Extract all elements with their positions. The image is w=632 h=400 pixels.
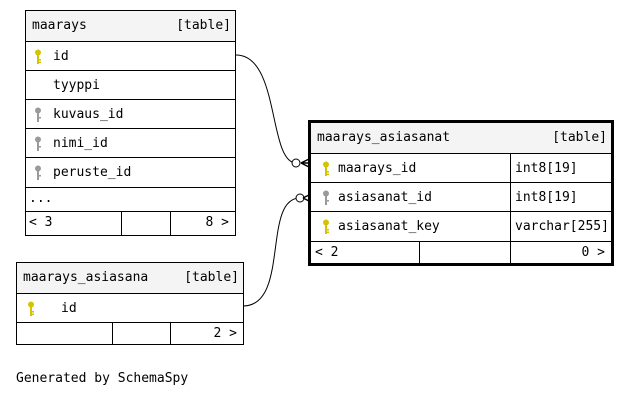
table-maarays-asiasana[interactable]: maarays_asiasana [table] id 2 > xyxy=(16,262,244,345)
column-name: asiasanat_id xyxy=(338,190,432,205)
column-name: nimi_id xyxy=(53,136,108,151)
parents-count[interactable]: < 2 xyxy=(315,245,339,260)
children-count[interactable]: 2 > xyxy=(213,326,237,341)
table-maarays[interactable]: maarays [table] id tyyppi kuvaus_id nimi… xyxy=(25,10,236,236)
more-columns-row[interactable]: ... xyxy=(26,187,235,211)
primary-key-icon xyxy=(35,49,41,64)
column-type: int8[19] xyxy=(515,161,578,176)
table-kind: [table] xyxy=(176,18,231,33)
relationship-maarays-to-asiasanat xyxy=(235,54,297,164)
children-count[interactable]: 0 > xyxy=(581,245,605,260)
footer-divider xyxy=(419,242,420,263)
table-footer: < 3 8 > xyxy=(26,211,235,235)
column-type: int8[19] xyxy=(515,190,578,205)
foreign-key-icon xyxy=(35,165,41,180)
table-name: maarays_asiasanat xyxy=(317,130,451,145)
column-row[interactable]: id xyxy=(17,293,243,322)
table-maarays-asiasanat[interactable]: maarays_asiasanat [table] maarays_id int… xyxy=(308,120,614,266)
column-row[interactable]: tyyppi xyxy=(26,70,235,99)
column-name: maarays_id xyxy=(338,161,417,176)
generated-by-credit: Generated by SchemaSpy xyxy=(16,371,189,386)
relationship-end-circle xyxy=(295,193,305,203)
footer-divider xyxy=(170,323,171,344)
primary-key-icon xyxy=(28,301,34,316)
foreign-key-icon xyxy=(323,190,329,205)
parents-count[interactable]: < 3 xyxy=(29,215,53,230)
table-kind: [table] xyxy=(552,130,607,145)
column-row[interactable]: asiasanat_id int8[19] xyxy=(311,182,611,211)
children-count[interactable]: 8 > xyxy=(205,215,229,230)
column-divider xyxy=(510,183,511,211)
column-row[interactable]: peruste_id xyxy=(26,157,235,187)
table-header: maarays_asiasanat [table] xyxy=(311,123,611,153)
column-name: id xyxy=(61,301,77,316)
footer-divider xyxy=(510,242,511,263)
table-header: maarays_asiasana [table] xyxy=(17,263,243,293)
column-name: asiasanat_key xyxy=(338,219,440,234)
table-name: maarays xyxy=(32,18,87,33)
column-name: tyyppi xyxy=(53,78,100,93)
column-row[interactable]: kuvaus_id xyxy=(26,99,235,128)
column-row[interactable]: id xyxy=(26,41,235,70)
foreign-key-icon xyxy=(35,107,41,122)
relationship-asiasana-to-asiasanat xyxy=(242,197,301,307)
primary-key-icon xyxy=(323,219,329,234)
relationship-end-circle xyxy=(291,158,301,168)
column-divider xyxy=(510,212,511,241)
column-row[interactable]: nimi_id xyxy=(26,128,235,157)
column-row[interactable]: asiasanat_key varchar[255] xyxy=(311,211,611,241)
table-footer: 2 > xyxy=(17,322,243,344)
column-name: kuvaus_id xyxy=(53,107,124,122)
column-row[interactable]: maarays_id int8[19] xyxy=(311,153,611,182)
primary-key-icon xyxy=(323,161,329,176)
footer-divider xyxy=(170,212,171,235)
footer-divider xyxy=(121,212,122,235)
footer-divider xyxy=(112,323,113,344)
table-name: maarays_asiasana xyxy=(23,270,149,285)
column-name: peruste_id xyxy=(53,165,132,180)
relationship-crowfoot xyxy=(300,158,310,168)
table-footer: < 2 0 > xyxy=(311,241,611,263)
table-kind: [table] xyxy=(184,270,239,285)
table-header: maarays [table] xyxy=(26,11,235,41)
column-name: id xyxy=(53,49,69,64)
column-divider xyxy=(510,154,511,182)
foreign-key-icon xyxy=(35,136,41,151)
column-type: varchar[255] xyxy=(515,219,609,234)
more-columns-ellipsis: ... xyxy=(29,191,53,206)
